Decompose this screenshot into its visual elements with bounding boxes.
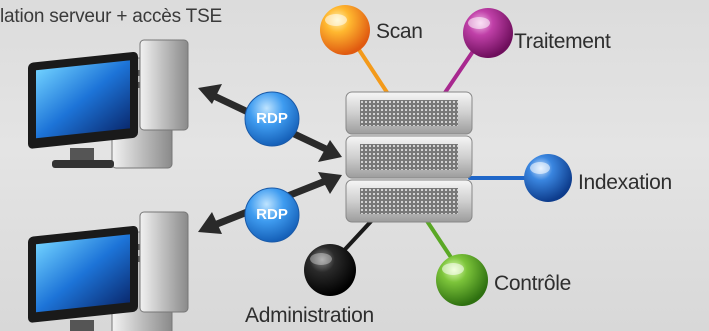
pin-controle bbox=[436, 254, 488, 306]
pin-traitement bbox=[463, 8, 513, 58]
server-rack bbox=[345, 91, 473, 223]
workstation-2 bbox=[28, 211, 189, 331]
label-scan: Scan bbox=[376, 20, 423, 43]
pin-indexation bbox=[524, 154, 572, 202]
label-indexation: Indexation bbox=[578, 171, 672, 194]
label-administration: Administration bbox=[245, 304, 374, 327]
workstation-1 bbox=[28, 39, 189, 169]
pin-scan bbox=[320, 5, 370, 55]
pin-administration bbox=[304, 244, 356, 296]
rdp-label-bottom: RDP bbox=[256, 206, 288, 223]
rdp-label-top: RDP bbox=[256, 110, 288, 127]
diagram-title: lation serveur + accès TSE bbox=[0, 6, 223, 27]
rdp-bubble-bottom bbox=[244, 187, 300, 243]
label-traitement: Traitement bbox=[514, 30, 611, 53]
label-controle: Contrôle bbox=[494, 272, 571, 295]
rdp-bubble-top bbox=[244, 91, 300, 147]
